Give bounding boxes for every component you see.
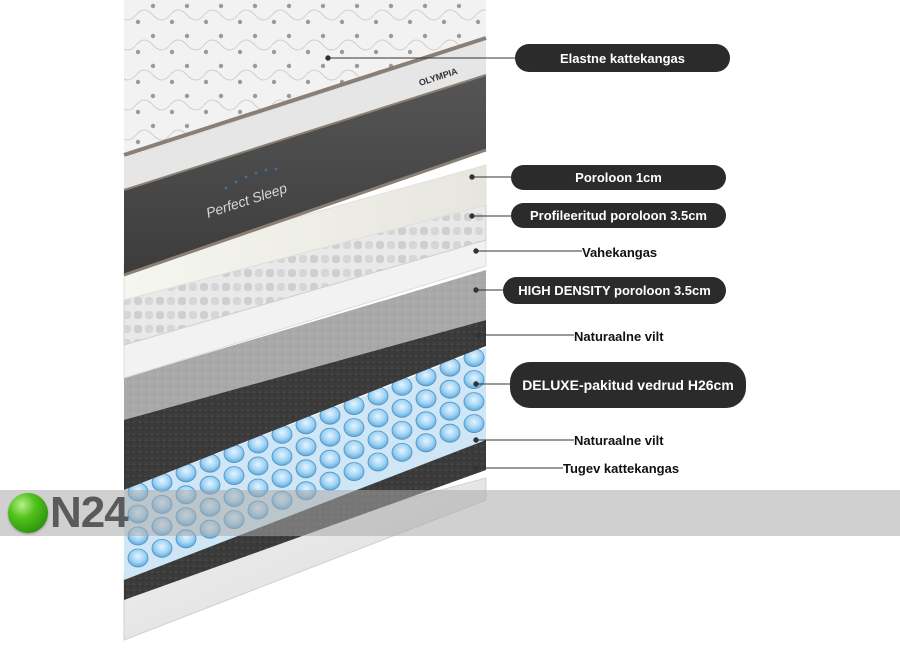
connector-dot	[473, 381, 479, 387]
connector-dot	[473, 437, 479, 443]
spring-coil	[343, 418, 365, 438]
spring-coil	[271, 468, 293, 488]
spring-coil	[151, 539, 173, 558]
spring-coil	[391, 442, 413, 462]
spring-coil	[439, 423, 461, 443]
connector-dot	[325, 55, 331, 61]
spring-coil	[367, 408, 389, 428]
label-pocket-springs: DELUXE-pakitud vedrud H26cm	[510, 362, 746, 408]
spring-coil	[319, 449, 341, 469]
spring-coil	[367, 452, 389, 472]
spring-coil	[463, 414, 485, 434]
spring-coil	[415, 411, 437, 431]
layer-felt-top	[124, 320, 486, 490]
spring-coil	[223, 466, 245, 486]
connector-dot	[473, 287, 479, 293]
mattress-quilted-top	[124, 0, 486, 155]
logo-dots	[224, 167, 278, 190]
spring-coil	[367, 430, 389, 450]
spring-coil	[295, 459, 317, 479]
spring-coil	[463, 392, 485, 412]
label-elastic-cover: Elastne kattekangas	[515, 44, 730, 72]
label-separating-fabric: Vahekangas	[582, 245, 658, 260]
spring-coil	[343, 440, 365, 460]
spring-coil	[343, 462, 365, 482]
watermark-text: N24	[50, 488, 129, 537]
spring-coil	[319, 471, 341, 491]
label-strong-cover: Tugev kattekangas	[563, 461, 680, 476]
connector-dot	[473, 465, 479, 471]
label-foam-1cm: Poroloon 1cm	[511, 165, 726, 190]
label-profiled-foam: Profileeritud poroloon 3.5cm	[511, 203, 726, 228]
layer-high-density-foam	[124, 270, 486, 420]
label-high-density-foam: HIGH DENSITY poroloon 3.5cm	[503, 277, 726, 304]
connector-dot	[469, 213, 475, 219]
watermark-bar	[0, 490, 900, 536]
spring-coil	[247, 456, 269, 476]
label-felt-bottom: Naturaalne vilt	[574, 433, 664, 448]
label-connectors	[325, 55, 582, 471]
spring-coil	[271, 446, 293, 466]
spring-coil	[391, 420, 413, 440]
connector-dot	[475, 332, 481, 338]
spring-coil	[127, 548, 149, 568]
mattress-side-white-band	[124, 40, 486, 190]
green-ball-icon	[8, 493, 48, 533]
spring-coil	[391, 398, 413, 418]
connector-dot	[473, 248, 479, 254]
spring-coil	[439, 379, 461, 399]
spring-coil	[295, 437, 317, 457]
layer-foam-1cm	[123, 164, 487, 301]
spring-coil	[439, 401, 461, 421]
spring-coil	[415, 433, 437, 453]
spring-coil	[319, 427, 341, 447]
watermark-logo: N24	[8, 488, 129, 537]
spring-coil	[463, 370, 485, 390]
connector-dot	[469, 174, 475, 180]
spring-coil	[415, 389, 437, 409]
label-felt-top: Naturaalne vilt	[574, 329, 664, 344]
